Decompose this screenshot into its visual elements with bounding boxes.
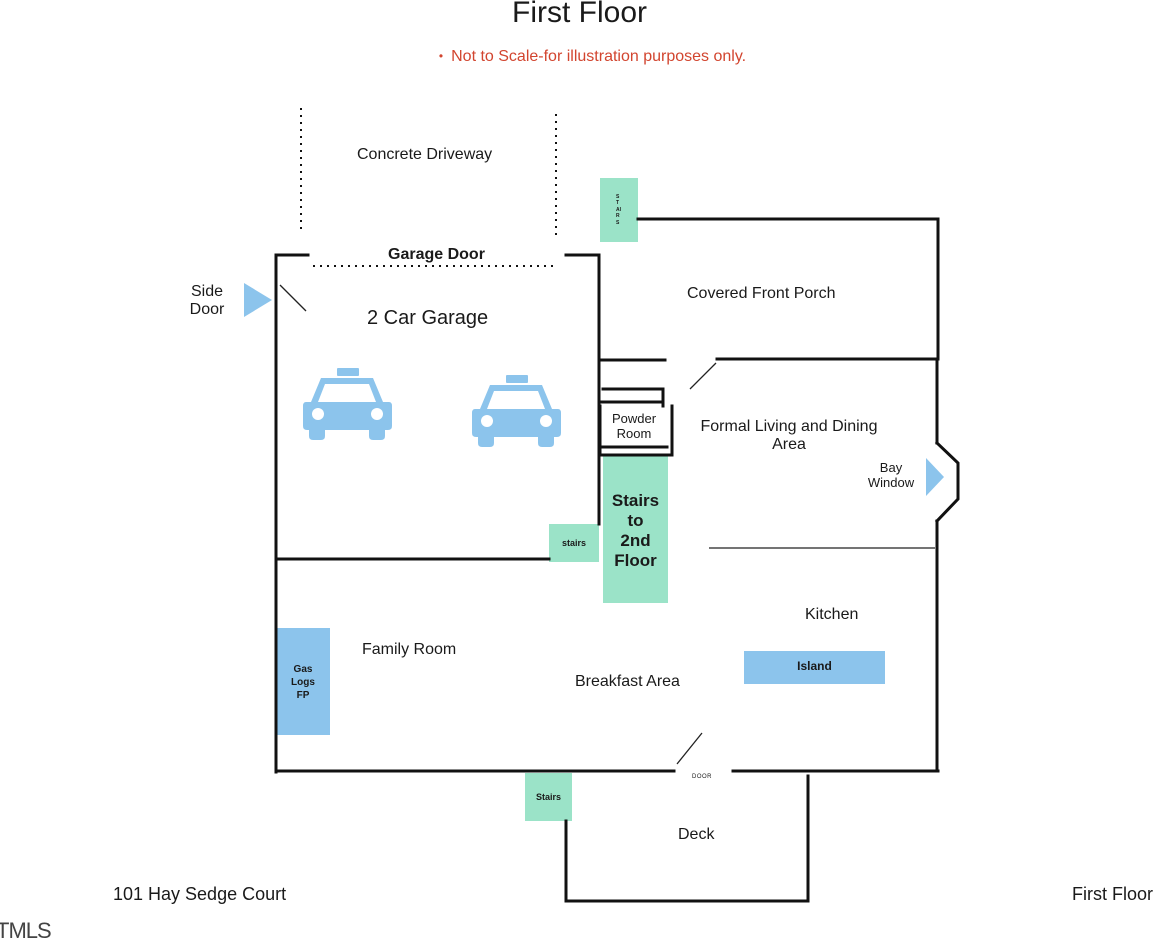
porch-label: Covered Front Porch	[687, 285, 836, 302]
walls	[274, 217, 960, 903]
porch-stairs	[600, 178, 638, 242]
breakfast-label: Breakfast Area	[575, 673, 680, 690]
car-icon	[472, 375, 561, 447]
fireplace	[276, 628, 330, 735]
door-swings	[279, 284, 935, 765]
kitchen-island	[744, 651, 885, 684]
car-icon	[303, 368, 392, 440]
fireplace-label: Gas Logs FP	[291, 664, 315, 701]
watermark-logo: TMLS	[0, 918, 52, 943]
scale-note: • Not to Scale-for illustration purposes …	[0, 48, 1159, 66]
island-label: Island	[797, 659, 832, 673]
garage-door-label: Garage Door	[388, 246, 485, 263]
side-door-label: Side Door	[189, 283, 225, 319]
driveway-edges	[300, 108, 558, 267]
scale-note-text: Not to Scale-for illustration purposes o…	[451, 48, 747, 65]
address-label: 101 Hay Sedge Court	[113, 884, 287, 904]
driveway-label: Concrete Driveway	[357, 146, 493, 163]
garage-stairs-label: stairs	[561, 538, 587, 548]
deck-stairs-label: Stairs	[535, 792, 561, 802]
stairs-to-2nd-floor	[603, 456, 668, 603]
garage-stairs	[549, 524, 599, 562]
garage-label: 2 Car Garage	[367, 307, 489, 329]
bay-window-arrow-icon	[926, 458, 944, 496]
page-title: First Floor	[512, 0, 647, 29]
kitchen-label: Kitchen	[805, 606, 859, 623]
bay-window-label: Bay Window	[867, 460, 915, 490]
side-door-arrow-icon	[244, 283, 272, 317]
living-dining-label: Formal Living and Dining Area	[700, 418, 878, 454]
powder-room-label: Powder Room	[611, 411, 657, 441]
deck-stairs	[525, 773, 572, 821]
floor-label: First Floor	[1072, 884, 1153, 904]
deck-label: Deck	[678, 826, 715, 843]
family-room-label: Family Room	[362, 641, 457, 658]
porch-stairs-label: STAIRS	[616, 193, 621, 226]
stairs-2nd-label: Stairs to 2nd Floor	[611, 491, 660, 570]
bullet-icon: •	[438, 49, 444, 63]
door-label: DOOR	[692, 774, 712, 780]
